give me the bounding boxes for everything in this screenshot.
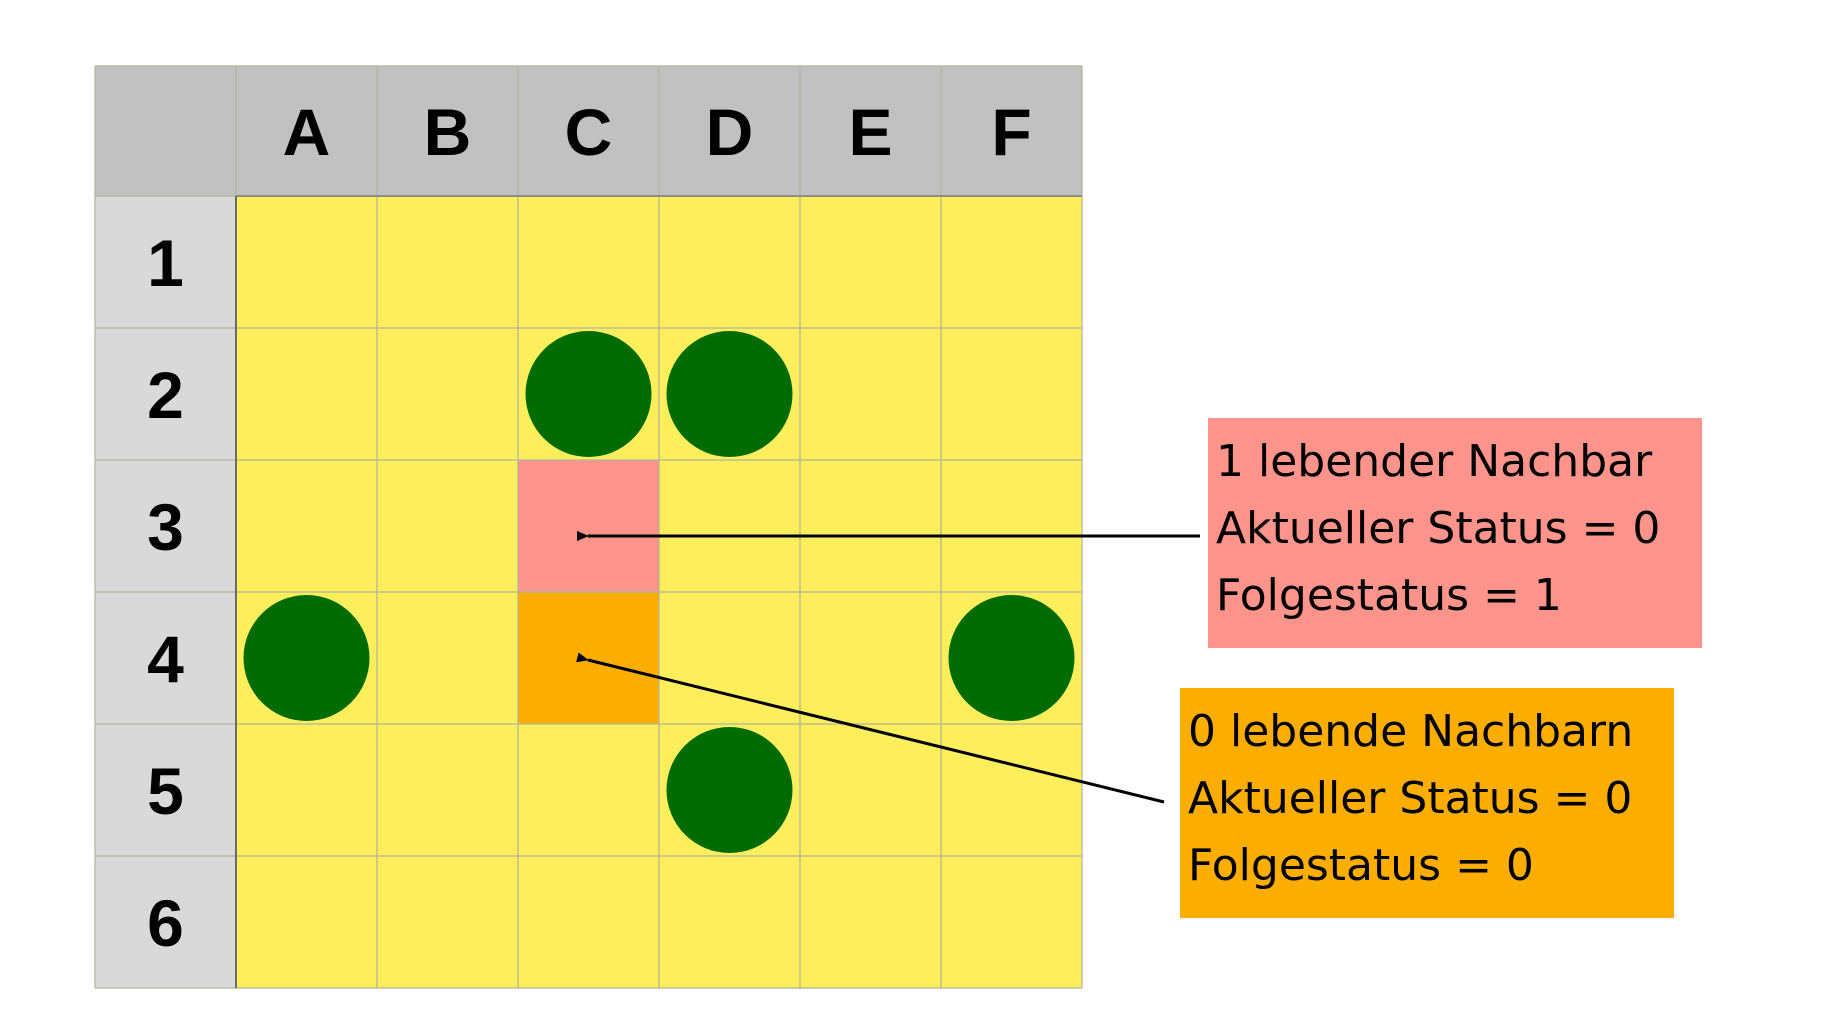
annotation-box-pink [1208, 418, 1702, 648]
living-cell-D2 [666, 331, 793, 457]
column-header-B: B [424, 95, 472, 169]
row-header-5: 5 [147, 754, 184, 828]
column-header-bar [95, 66, 1082, 196]
annotation-box-orange [1180, 688, 1674, 918]
living-cell-F4 [948, 595, 1075, 721]
row-header-3: 3 [147, 490, 184, 564]
living-cells [243, 331, 1075, 853]
annotation-line: Aktueller Status = 0 [1188, 773, 1632, 824]
column-header-A: A [283, 95, 331, 169]
column-header-D: D [706, 95, 754, 169]
annotation-line: Aktueller Status = 0 [1216, 503, 1660, 554]
column-header-F: F [991, 95, 1031, 169]
living-cell-A4 [243, 595, 370, 721]
row-header-1: 1 [147, 226, 184, 300]
grid-lines [94, 65, 1083, 989]
living-cell-D5 [666, 727, 793, 853]
living-cell-C2 [525, 331, 652, 457]
row-header-4: 4 [147, 622, 184, 696]
row-header-2: 2 [147, 358, 184, 432]
annotation-line: Folgestatus = 1 [1216, 570, 1562, 621]
row-header-6: 6 [147, 886, 184, 960]
highlight-cell-C4 [518, 592, 659, 724]
annotation-line: 1 lebender Nachbar [1216, 436, 1653, 487]
annotation-line: Folgestatus = 0 [1188, 840, 1534, 891]
column-header-E: E [848, 95, 892, 169]
column-header-C: C [565, 95, 613, 169]
arrow-to-C4 [576, 652, 1165, 804]
headers: A B C D E F 1 2 3 4 5 6 [147, 95, 1032, 960]
highlight-cell-C3 [518, 460, 659, 592]
annotation-line: 0 lebende Nachbarn [1188, 706, 1633, 757]
